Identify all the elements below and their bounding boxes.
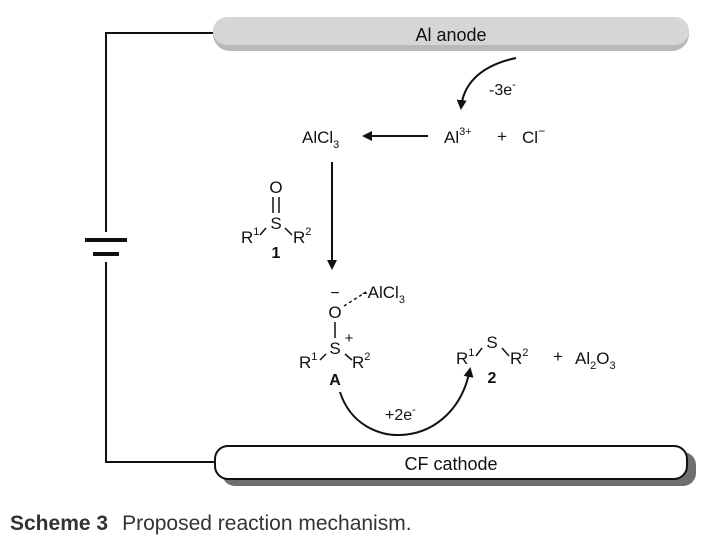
battery-icon xyxy=(85,238,127,256)
oxidation-arrow xyxy=(456,57,517,110)
sulfoxide-r1: R1 xyxy=(241,226,259,247)
sulfoxide-sulfur: S xyxy=(270,214,281,233)
circuit-wire xyxy=(105,32,215,463)
sulfoxide-oxygen: O xyxy=(269,178,282,197)
plus-sign-2: + xyxy=(553,347,563,366)
sulfide-sulfur: S xyxy=(486,333,497,352)
sulfide-structure: S R1 R2 2 xyxy=(456,333,528,387)
anode-label: Al anode xyxy=(415,25,486,45)
scheme-caption: Scheme 3 Proposed reaction mechanism. xyxy=(10,512,710,536)
coordinated-aluminum-chloride: -AlCl3 xyxy=(362,283,405,306)
sulfoxide-r2: R2 xyxy=(293,226,311,247)
aluminum-oxide: Al2O3 xyxy=(575,349,616,372)
plus-sign: + xyxy=(497,127,507,146)
cathode-label: CF cathode xyxy=(404,454,497,474)
electron-loss-label: -3e- xyxy=(489,79,516,99)
chloride-ion: Cl− xyxy=(522,124,545,147)
aluminum-ion: Al3+ xyxy=(444,126,472,147)
aluminum-chloride: AlCl3 xyxy=(302,128,339,151)
electron-gain-label: +2e- xyxy=(385,404,416,424)
intermediate-r1: R1 xyxy=(299,351,317,372)
reduction-arrow xyxy=(339,367,474,436)
sulfide-r2: R2 xyxy=(510,347,528,368)
sulfoxide-structure: O S R1 R2 1 xyxy=(241,178,311,262)
compound-number-2: 2 xyxy=(488,370,497,387)
caption-text: Proposed reaction mechanism. xyxy=(122,512,412,535)
coordination-bond xyxy=(343,291,367,307)
intermediate-sulfur: S xyxy=(329,339,340,358)
oxide-charge: − xyxy=(330,285,339,302)
intermediate-oxygen: O xyxy=(328,303,341,322)
intermediate-r2: R2 xyxy=(352,351,370,372)
cathode-electrode: CF cathode xyxy=(214,445,696,486)
sulfide-r1: R1 xyxy=(456,347,474,368)
caption-label: Scheme 3 xyxy=(10,512,109,535)
compound-number-1: 1 xyxy=(272,245,281,262)
intermediate-structure: − O -AlCl3 S + R1 R2 A xyxy=(299,283,405,389)
sulfonium-charge: + xyxy=(345,330,354,347)
anode-electrode: Al anode xyxy=(213,17,689,51)
intermediate-label: A xyxy=(329,372,341,389)
reaction-scheme: Al anode CF cathode -3e- Al3+ + Cl− AlCl… xyxy=(85,17,696,486)
